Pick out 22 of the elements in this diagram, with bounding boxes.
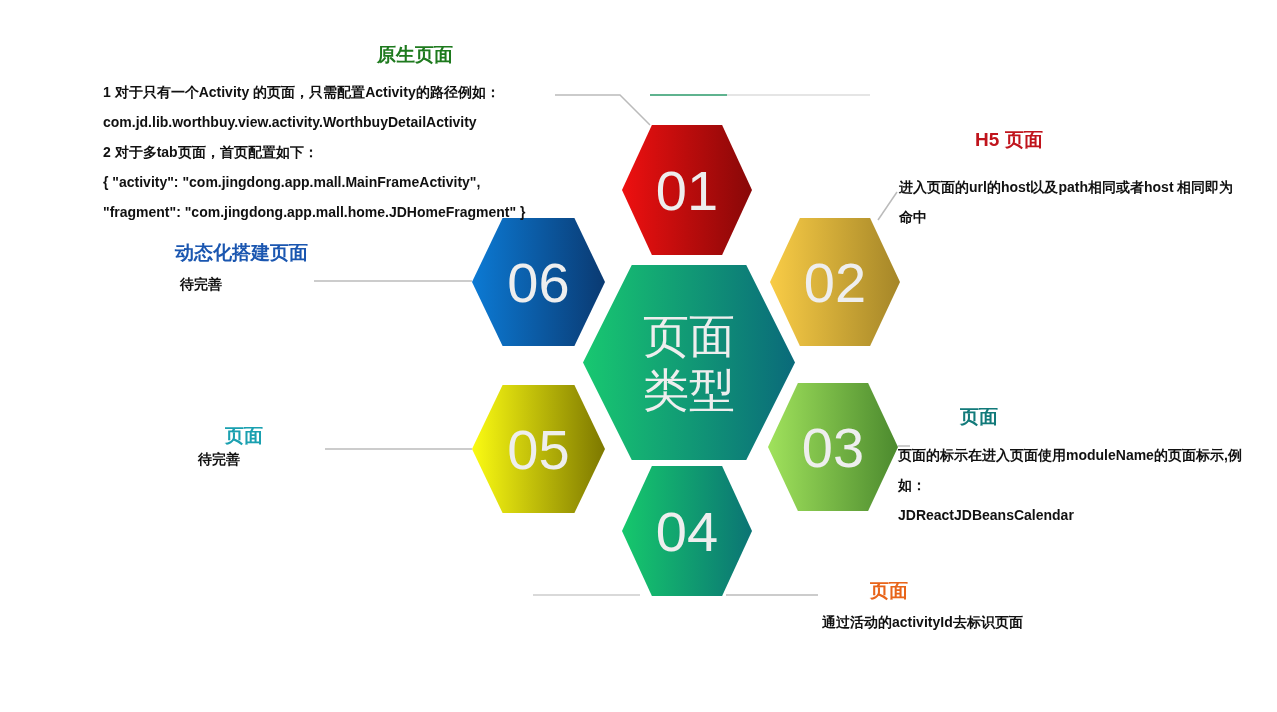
heading: 页面 — [960, 405, 998, 429]
body-text: { "activity": "com.jingdong.app.mall.MainFrameActivity", — [103, 173, 482, 192]
body-text: 通过活动的activityId去标识页面 — [822, 613, 1024, 632]
body-text: 待完善 — [180, 275, 223, 294]
body-text: 进入页面的url的host以及path相同或者host 相同即为命中 — [899, 178, 1235, 227]
heading: 动态化搭建页面 — [175, 241, 308, 265]
leader-line — [897, 445, 911, 447]
body-text: 2 对于多tab页面，首页配置如下： — [103, 143, 319, 162]
heading: 页面 — [870, 579, 908, 603]
body-text: JDReactJDBeansCalendar — [898, 506, 1075, 525]
leader-line — [877, 191, 898, 221]
leader-line — [313, 280, 473, 282]
leader-line — [554, 94, 651, 126]
leader-line — [324, 448, 473, 450]
body-text: 待完善 — [198, 450, 241, 469]
leader-line — [725, 594, 819, 596]
body-text: com.jd.lib.worthbuy.view.activity.WorthbuyDetailActivity — [103, 113, 478, 132]
heading: 页面 — [225, 424, 263, 448]
body-text: 1 对于只有一个Activity 的页面，只需配置Activity的路径例如： — [103, 83, 501, 102]
body-text: 页面的标示在进入页面使用moduleName的页面标示,例如： — [898, 446, 1243, 495]
heading: H5 页面 — [975, 128, 1043, 152]
heading: 原生页面 — [377, 43, 453, 67]
